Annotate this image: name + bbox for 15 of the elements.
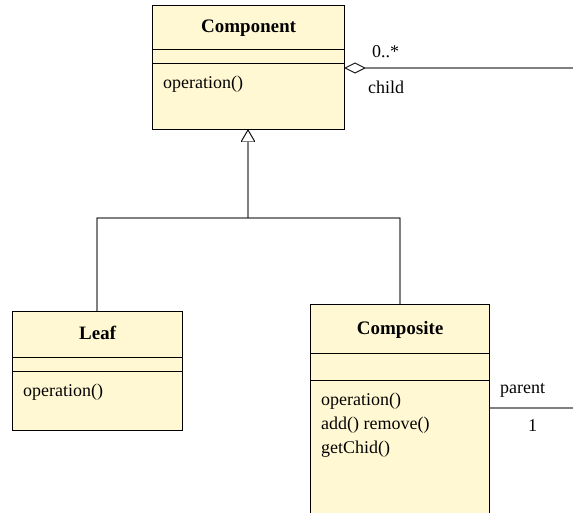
multiplicity-label: child [368, 76, 404, 98]
method-list: operation() [163, 70, 273, 94]
inheritance-arrow [240, 130, 400, 304]
class-name: Component [200, 15, 296, 40]
class-name: Leaf [79, 322, 116, 346]
class-box [152, 5, 345, 130]
method-list: operation() [23, 378, 133, 402]
multiplicity-label: parent [500, 376, 545, 398]
class-box [12, 311, 183, 431]
multiplicity-label: 0..* [372, 40, 399, 62]
method-list: operation() add() remove() getChid() [321, 387, 431, 459]
class-box [310, 304, 490, 513]
aggregation-line [344, 62, 573, 408]
class-name: Composite [356, 316, 444, 341]
multiplicity-label: 1 [528, 414, 537, 436]
